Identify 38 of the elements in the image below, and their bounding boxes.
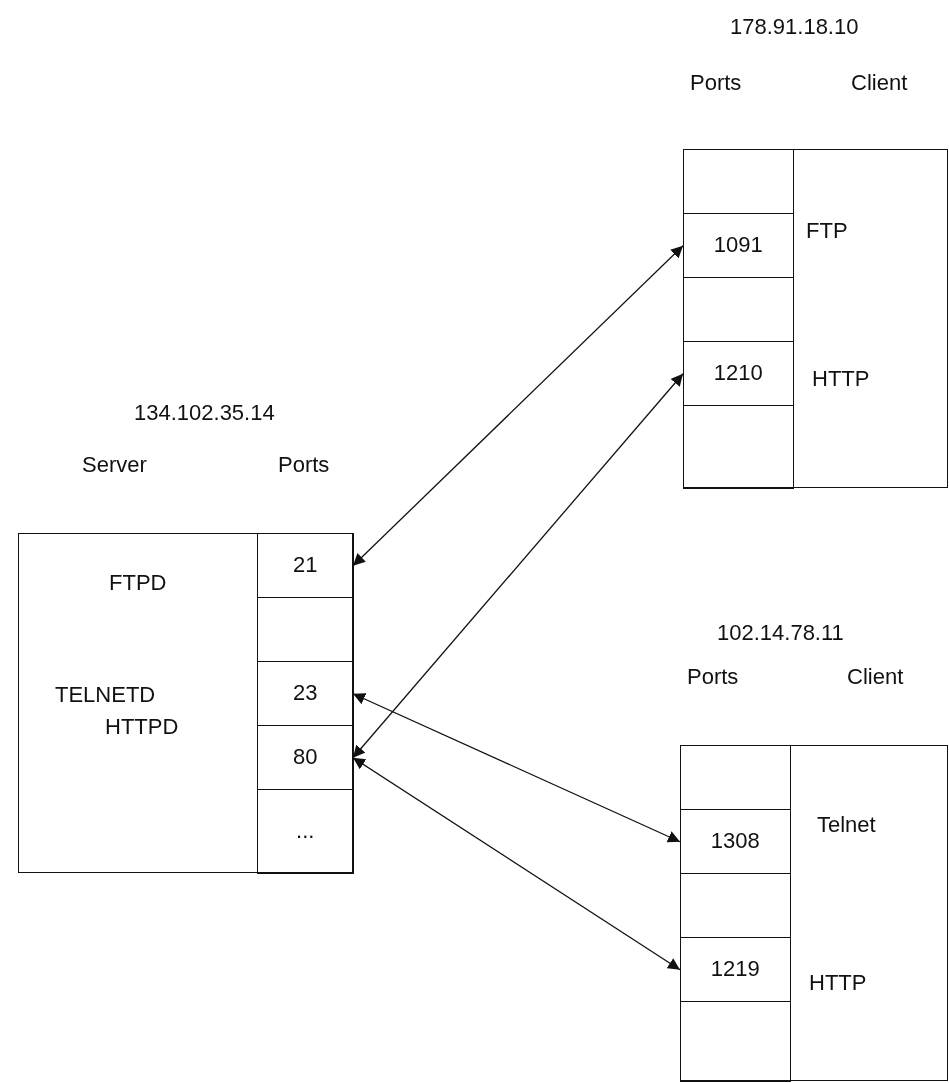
- service-name: Telnet: [817, 812, 876, 838]
- header-label: Ports: [690, 70, 742, 96]
- header-label: 178.91.18.10: [730, 14, 859, 40]
- service-name: FTP: [806, 218, 848, 244]
- port-number: 80: [293, 744, 318, 771]
- service-name: TELNETD: [55, 682, 156, 708]
- port-number: 1210: [713, 360, 763, 387]
- double-arrow: [352, 693, 681, 843]
- header-label: 102.14.78.11: [717, 620, 844, 646]
- header-label: Server: [82, 452, 147, 478]
- header-label: Ports: [687, 664, 739, 690]
- port-cell: [256, 596, 354, 662]
- client-box: [680, 745, 948, 1081]
- service-name: HTTP: [812, 366, 870, 392]
- client-box: [683, 149, 948, 488]
- port-cell: [679, 1000, 791, 1082]
- port-number: 1308: [710, 828, 760, 855]
- header-label: 134.102.35.14: [134, 400, 275, 426]
- port-cell: [256, 788, 354, 874]
- port-number: 1219: [710, 956, 760, 983]
- double-arrow: [352, 245, 684, 567]
- double-arrow: [352, 373, 684, 759]
- header-label: Client: [851, 70, 908, 96]
- port-cell: [256, 532, 354, 598]
- port-cell: [256, 660, 354, 726]
- port-number: ...: [296, 818, 315, 845]
- port-cell: [682, 404, 794, 489]
- port-number: 21: [293, 552, 318, 579]
- service-name: HTTP: [809, 970, 867, 996]
- header-label: Client: [847, 664, 904, 690]
- double-arrow: [352, 757, 681, 971]
- header-label: Ports: [278, 452, 330, 478]
- port-number: 1091: [713, 232, 763, 259]
- port-cell: [256, 724, 354, 790]
- port-number: 23: [293, 680, 318, 707]
- server-box: [18, 533, 353, 873]
- service-name: HTTPD: [105, 714, 179, 740]
- service-name: FTPD: [109, 570, 167, 596]
